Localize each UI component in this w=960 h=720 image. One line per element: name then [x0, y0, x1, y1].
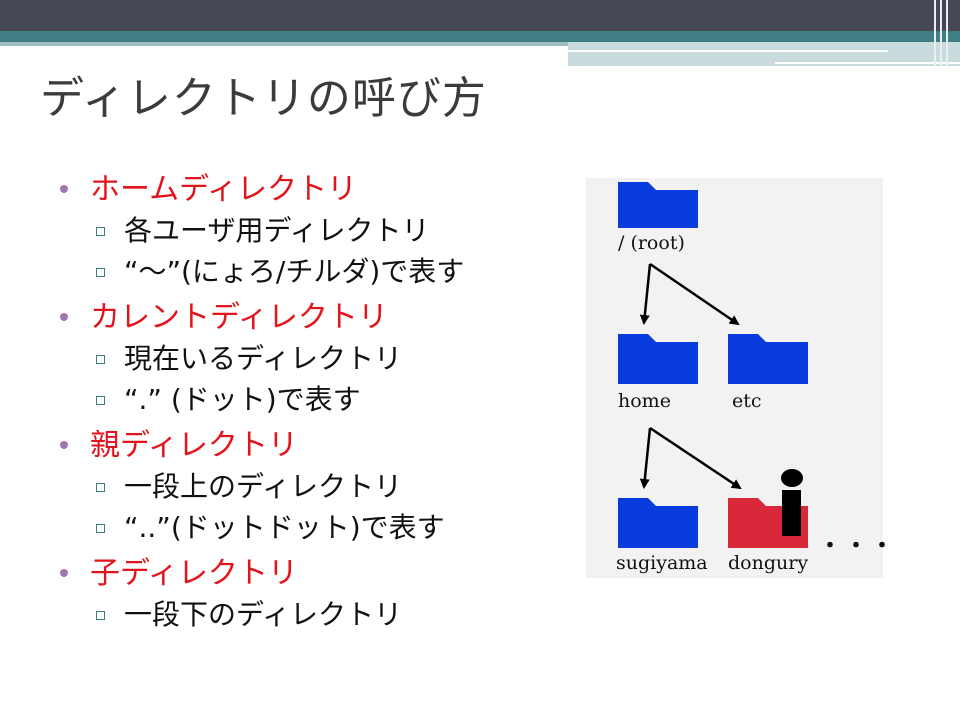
header-banner: [0, 0, 960, 66]
arrow-root-etc: [649, 262, 740, 326]
arrow-root-home: [639, 263, 652, 325]
tree-graphic: [618, 182, 808, 548]
label-home: home: [618, 390, 671, 412]
bullet-icon: [60, 569, 68, 577]
folder-icon-etc: [728, 334, 808, 384]
list-item-current: カレントディレクトリ: [60, 298, 580, 338]
square-bullet-icon: [96, 355, 105, 364]
bullet-list: ホームディレクトリ 各ユーザ用ディレクトリ “～”(にょろ/チルダ)で表す カレ…: [60, 168, 580, 635]
bullet-icon: [60, 441, 68, 449]
label-dongury: dongury: [728, 552, 809, 574]
slide-title: ディレクトリの呼び方: [40, 73, 487, 124]
item-label: 親ディレクトリ: [90, 428, 298, 463]
square-bullet-icon: [96, 524, 105, 533]
bullet-icon: [60, 185, 68, 193]
square-bullet-icon: [96, 268, 105, 277]
label-etc: etc: [732, 390, 762, 412]
folder-icon-home: [618, 334, 698, 384]
folder-icon-root: [618, 182, 698, 228]
folder-icon-sugiyama: [618, 498, 698, 548]
sub-item: 各ユーザ用ディレクトリ: [60, 211, 580, 251]
sub-item: “～”(にょろ/チルダ)で表す: [60, 252, 580, 292]
sub-item: “..”(ドットドット)で表す: [60, 508, 580, 548]
item-label: ホームディレクトリ: [90, 172, 357, 207]
sub-item: 一段上のディレクトリ: [60, 467, 580, 507]
square-bullet-icon: [96, 396, 105, 405]
square-bullet-icon: [96, 227, 105, 236]
label-root: / (root): [618, 232, 685, 254]
arrow-home-sugiyama: [639, 427, 652, 489]
list-item-child: 子ディレクトリ: [60, 554, 580, 594]
item-label: カレントディレクトリ: [90, 300, 388, 335]
label-sugiyama: sugiyama: [616, 552, 708, 574]
sub-item: 一段下のディレクトリ: [60, 595, 580, 635]
list-item-parent: 親ディレクトリ: [60, 426, 580, 466]
bullet-icon: [60, 313, 68, 321]
square-bullet-icon: [96, 611, 105, 620]
ellipsis: ・・・: [819, 534, 898, 559]
sub-item: 現在いるディレクトリ: [60, 339, 580, 379]
directory-tree-diagram: / (root) home etc sugiyama dongury ・・・: [586, 178, 893, 578]
user-icon: [781, 469, 803, 536]
arrow-home-dongury: [649, 426, 742, 490]
list-item-home: ホームディレクトリ: [60, 170, 580, 210]
square-bullet-icon: [96, 483, 105, 492]
item-label: 子ディレクトリ: [90, 556, 298, 591]
sub-item: “.” (ドット)で表す: [60, 380, 580, 420]
